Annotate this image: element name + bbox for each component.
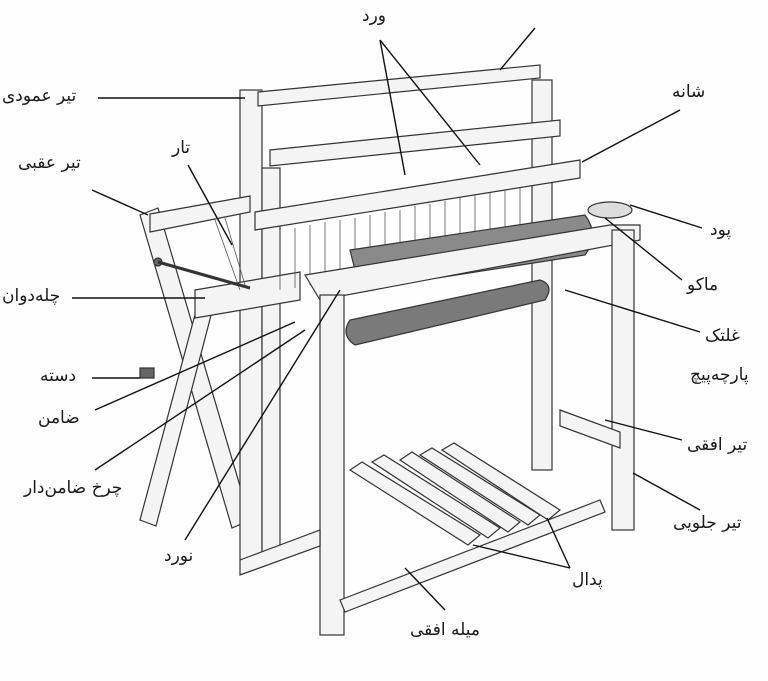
lower-left-bar [239,529,321,576]
treadles [348,442,562,546]
label-parche-pich: پارچه‌پیچ [690,365,749,385]
back-beam [149,195,251,233]
label-charkh-zamendar: چرخ ضامن‌دار [24,478,123,498]
leader-lines [72,27,703,611]
label-mako: ماکو [687,275,719,295]
label-daste: دسته [40,366,77,386]
label-pedal: پدال [572,570,603,590]
label-ghaltak: غلتک [705,326,740,346]
lower-front-bar [339,499,606,613]
label-tar: تار [172,138,191,158]
breast-beam [304,224,641,301]
warp-beam [194,271,301,319]
upright-front-left [319,294,345,636]
label-pud: پود [710,220,732,240]
label-vard: ورد [362,6,386,26]
label-tir-jeloyi: تیر جلویی [673,513,742,533]
upright-front-right [611,229,635,531]
label-nord: نورد [164,546,194,566]
beater-bar [254,159,581,231]
top-bar [257,64,541,107]
shuttle [587,201,633,219]
side-bar-right [559,409,621,449]
cloth-roller [345,279,550,346]
label-mile-ofoghi: میله افقی [410,620,481,640]
label-tir-ofoghi: تیر افقی [687,435,748,455]
label-tir-amudi: تیر عمودی [2,86,77,106]
label-zamen: ضامن [38,408,80,428]
harness-top [269,119,561,167]
label-tir-aghabi: تیر عقبی [18,153,81,173]
upright-rear-left [239,89,263,561]
label-shane: شانه [672,82,706,102]
crank-handle [139,367,155,379]
label-chelle-davan: چله‌دوان [2,286,61,306]
